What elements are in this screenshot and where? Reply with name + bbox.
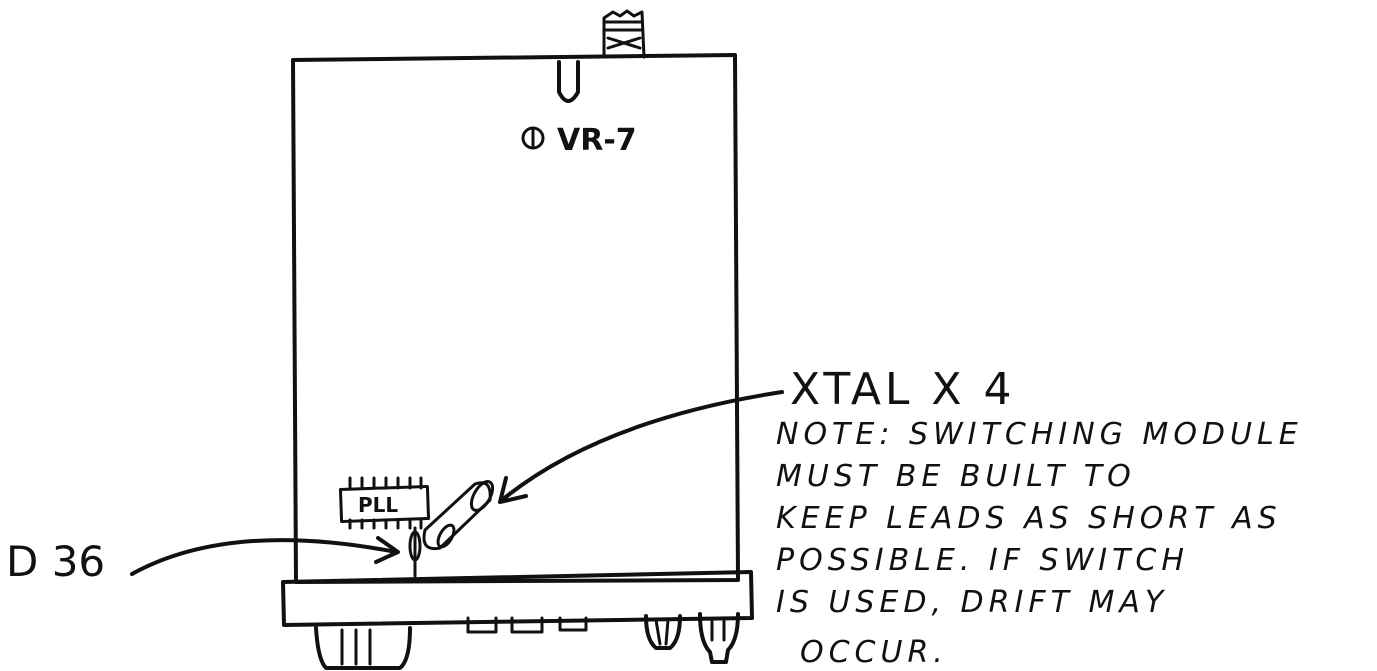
antenna-connector xyxy=(602,9,646,59)
note-line-2: MUST BE BUILT TO xyxy=(776,459,1136,494)
xtal-label: XTAL X 4 xyxy=(790,364,1016,415)
d36-arrow xyxy=(130,538,398,576)
button-1 xyxy=(466,616,498,634)
small-knob-1 xyxy=(644,614,682,650)
note-block: NOTE: SWITCHING MODULE MUST BE BUILT TO … xyxy=(776,417,1303,670)
vr7-label-group: VR-7 xyxy=(521,123,637,158)
small-knob-2-ridges xyxy=(710,618,726,642)
note-line-5: IS USED, DRIFT MAY xyxy=(776,585,1168,620)
note-line-6: OCCUR. xyxy=(800,635,948,670)
note-line-1: NOTE: SWITCHING MODULE xyxy=(776,417,1303,452)
d36-arrowhead xyxy=(374,536,400,564)
knob-ridges xyxy=(340,628,372,666)
radio-chassis xyxy=(291,53,740,584)
button-2 xyxy=(510,616,544,634)
d36-label: D 36 xyxy=(6,537,105,586)
pll-ic: PLL xyxy=(338,476,431,530)
vr7-trimmer xyxy=(557,60,580,103)
xtal-arrow xyxy=(500,390,784,502)
crystal-xtal xyxy=(422,480,495,551)
small-knob-1-ridges xyxy=(654,618,670,646)
diode-d36 xyxy=(408,526,422,578)
vr7-label: VR-7 xyxy=(557,123,637,158)
front-panel xyxy=(281,570,754,627)
main-knob xyxy=(314,626,412,670)
note-line-3: KEEP LEADS AS SHORT AS xyxy=(776,501,1282,536)
xtal-arrowhead xyxy=(498,476,528,504)
pll-label: PLL xyxy=(358,493,398,517)
small-knob-2 xyxy=(698,612,740,664)
note-line-4: POSSIBLE. IF SWITCH xyxy=(776,543,1189,578)
button-3 xyxy=(558,616,588,632)
